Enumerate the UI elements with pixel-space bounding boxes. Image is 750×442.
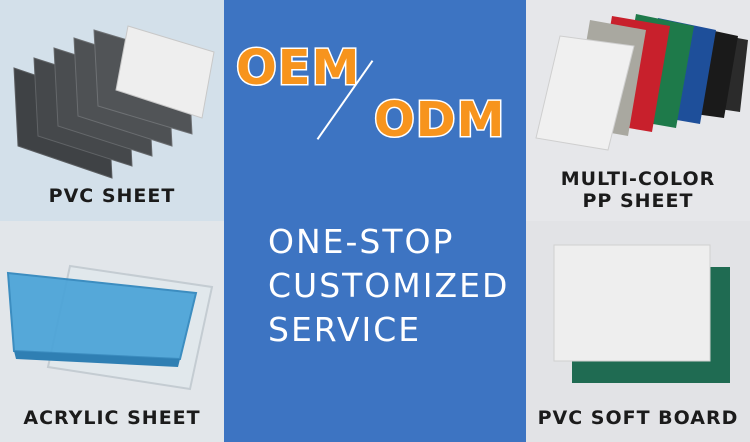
- oem-text: OEM: [234, 39, 361, 98]
- pp-sheet-panel: MULTI-COLOR PP SHEET: [526, 0, 750, 221]
- pvc-sheet-illustration: [13, 25, 215, 179]
- tagline-line-1: ONE-STOP: [268, 222, 455, 261]
- pvc-white-sheet: [115, 25, 215, 119]
- pp-sheet-white: [535, 35, 635, 151]
- acrylic-sheet-illustration: [6, 264, 214, 391]
- acrylic-sheet-label: ACRYLIC SHEET: [23, 407, 201, 429]
- pvc-soft-board-illustration: [553, 244, 730, 383]
- soft-board-white: [553, 244, 711, 362]
- tagline-line-2: CUSTOMIZED: [268, 266, 510, 305]
- pp-sheet-illustration: [535, 14, 748, 151]
- pp-sheet-label-line2: PP SHEET: [582, 190, 694, 212]
- tagline-line-3: SERVICE: [268, 310, 422, 349]
- pp-sheet-label-line1: MULTI-COLOR: [560, 168, 716, 190]
- acrylic-sheet-panel: ACRYLIC SHEET: [0, 221, 224, 442]
- oem-odm-panel: OEM ODM ONE-STOP CUSTOMIZED SERVICE: [224, 0, 526, 442]
- odm-text: ODM: [372, 91, 506, 150]
- pvc-sheet-label: PVC SHEET: [48, 185, 176, 207]
- pvc-soft-board-panel: PVC SOFT BOARD: [526, 221, 750, 442]
- pvc-soft-board-label: PVC SOFT BOARD: [537, 407, 739, 429]
- acrylic-blue-edge: [14, 351, 180, 367]
- pvc-sheet-panel: PVC SHEET: [0, 0, 224, 221]
